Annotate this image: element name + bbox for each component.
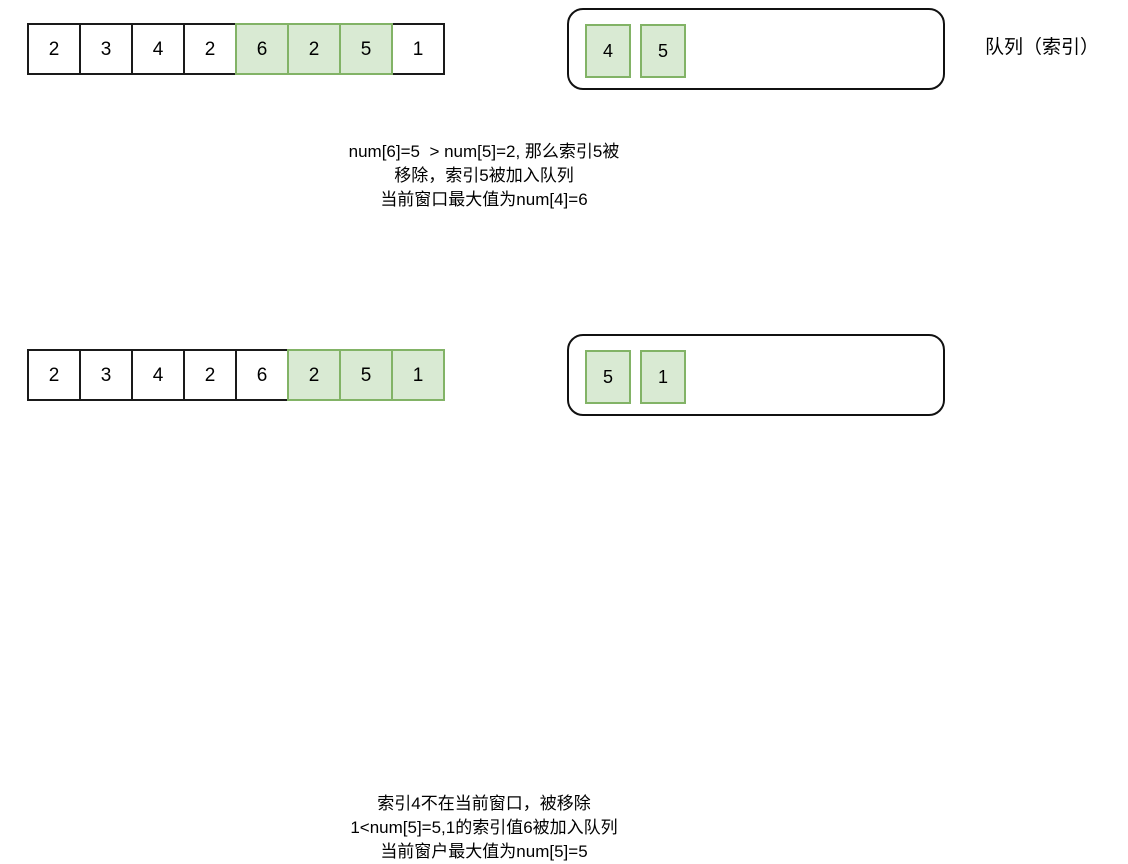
array-cell: 2 xyxy=(183,349,237,401)
queue-container-2: 5 1 xyxy=(567,334,945,416)
array-cell: 2 xyxy=(27,349,81,401)
array-row-2: 2 3 4 2 6 2 5 1 xyxy=(27,349,445,401)
caption-1: num[6]=5 > num[5]=2, 那么索引5被 移除，索引5被加入队列 … xyxy=(164,140,804,212)
array-cell: 3 xyxy=(79,349,133,401)
caption-2: 索引4不在当前窗口，被移除 1<num[5]=5,1的索引值6被加入队列 当前窗… xyxy=(164,792,804,864)
queue-container-1: 4 5 xyxy=(567,8,945,90)
array-cell-highlighted: 5 xyxy=(339,349,393,401)
caption-line: num[6]=5 > num[5]=2, 那么索引5被 xyxy=(348,142,620,161)
caption-line: 移除，索引5被加入队列 xyxy=(394,166,574,185)
array-cell: 4 xyxy=(131,349,185,401)
queue-label: 队列（索引） xyxy=(985,37,1100,58)
caption-line: 索引4不在当前窗口，被移除 xyxy=(377,794,591,813)
array-cell: 4 xyxy=(131,23,185,75)
array-cell: 1 xyxy=(391,23,445,75)
array-cell: 2 xyxy=(27,23,81,75)
array-cell-highlighted: 6 xyxy=(235,23,289,75)
array-cell: 2 xyxy=(183,23,237,75)
queue-cell: 1 xyxy=(640,350,686,404)
queue-items-2: 5 1 xyxy=(585,350,686,404)
diagram-canvas: 2 3 4 2 6 2 5 1 4 5 队列（索引） num[6]=5 > nu… xyxy=(27,8,1100,861)
array-cell-highlighted: 2 xyxy=(287,23,341,75)
array-cell: 3 xyxy=(79,23,133,75)
array-cell-highlighted: 1 xyxy=(391,349,445,401)
queue-cell: 5 xyxy=(585,350,631,404)
queue-cell: 4 xyxy=(585,24,631,78)
array-cell-highlighted: 2 xyxy=(287,349,341,401)
caption-line: 当前窗口最大值为num[4]=6 xyxy=(380,190,588,209)
caption-line: 1<num[5]=5,1的索引值6被加入队列 xyxy=(350,818,618,837)
caption-line: 当前窗户最大值为num[5]=5 xyxy=(380,842,588,861)
queue-cell: 5 xyxy=(640,24,686,78)
array-row-1: 2 3 4 2 6 2 5 1 xyxy=(27,23,445,75)
queue-items-1: 4 5 xyxy=(585,24,686,78)
array-cell: 6 xyxy=(235,349,289,401)
array-cell-highlighted: 5 xyxy=(339,23,393,75)
